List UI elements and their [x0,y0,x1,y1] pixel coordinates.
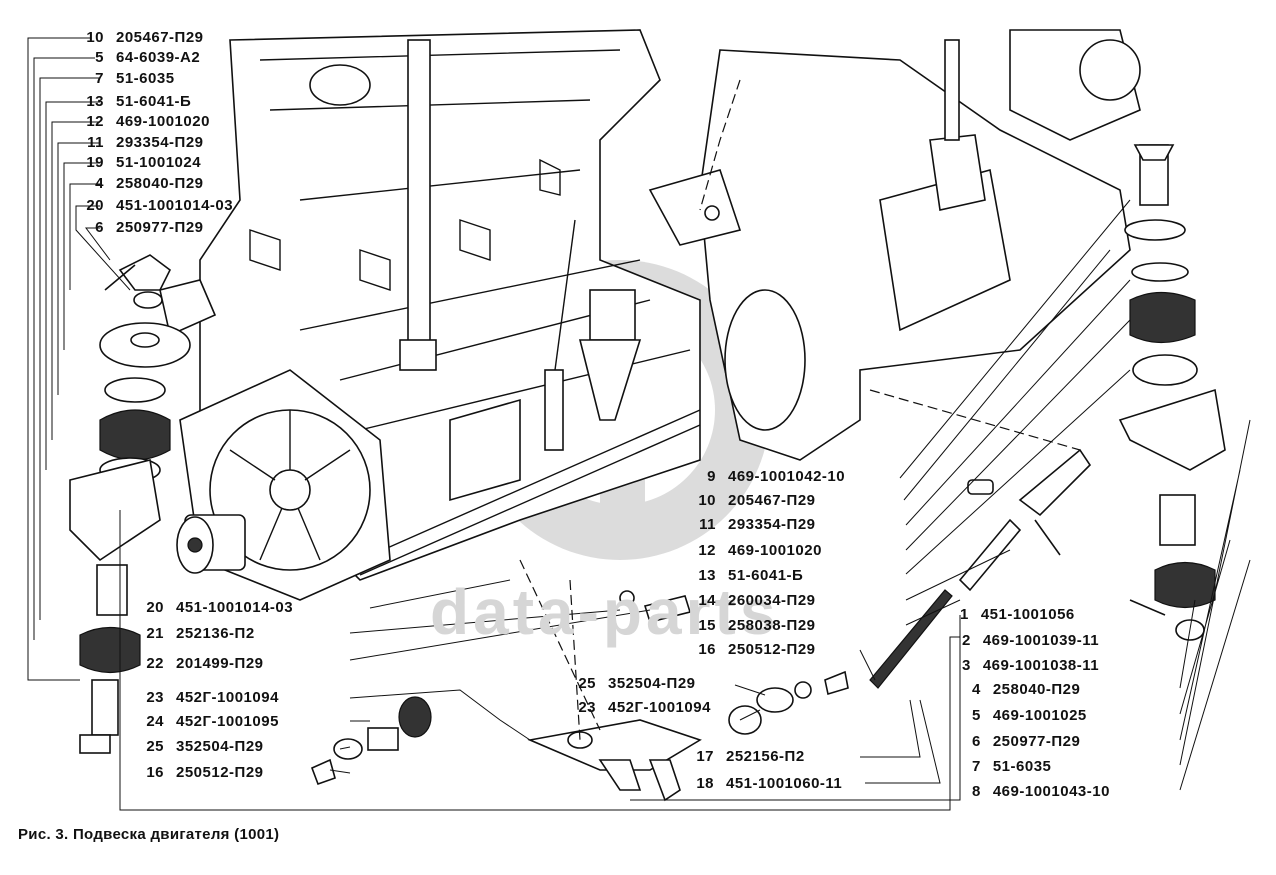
bottom-left-small-parts [310,590,692,786]
figure-caption: Рис. 3. Подвеска двигателя (1001) [18,826,280,843]
bottom-bracket [527,719,702,802]
timing-cover [176,369,391,601]
stabilizer-rod [728,448,1092,735]
right-mount-stack [1118,144,1226,641]
gearbox [648,29,1141,461]
left-mount-stack [69,254,217,754]
watermark-text: data-parts [430,576,780,648]
leader-lines [27,37,1251,811]
